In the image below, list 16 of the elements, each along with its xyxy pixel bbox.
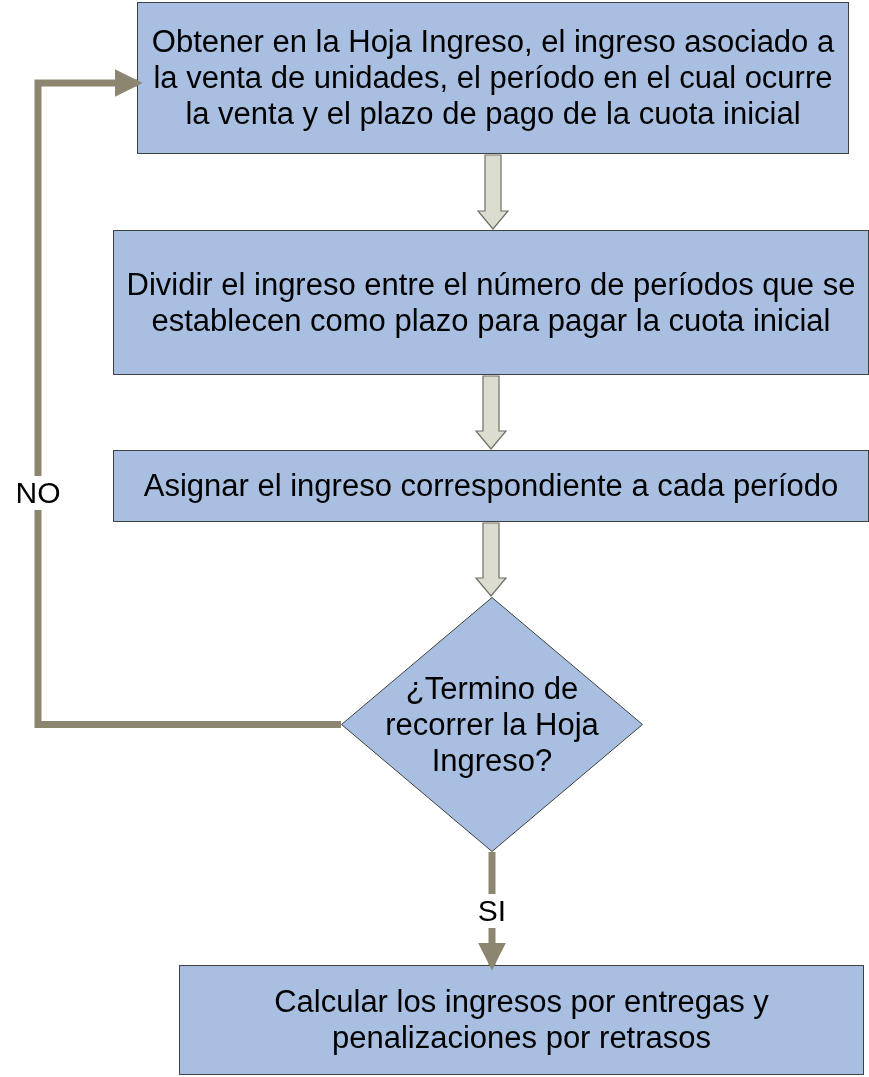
block-arrow <box>476 154 510 230</box>
block-arrow <box>474 375 508 450</box>
decision-diamond <box>341 597 643 852</box>
block-arrow <box>474 522 508 597</box>
node-text: Calcular los ingresos por entregas y penalizaciones por retrasos <box>273 984 770 1056</box>
process-box <box>113 450 869 522</box>
node-text: Asignar el ingreso correspondiente a cada período <box>143 468 839 504</box>
process-box <box>179 965 864 1075</box>
process-box <box>113 230 869 375</box>
edge-label: SI <box>477 893 507 928</box>
node-text: ¿Termino de recorrer la Hoja Ingreso? <box>384 670 600 779</box>
edge-label: NO <box>15 475 61 510</box>
arrow <box>34 69 341 728</box>
process-box <box>137 2 849 154</box>
node-text: Obtener en la Hoja Ingreso, el ingreso asociado a la venta de unidades, el período en el cual ocurre la venta y el plazo de pago de la cuota inicial <box>150 24 836 132</box>
node-text: Dividir el ingreso entre el número de períodos que se establecen como plazo para pagar la cuota inicial <box>125 266 857 339</box>
